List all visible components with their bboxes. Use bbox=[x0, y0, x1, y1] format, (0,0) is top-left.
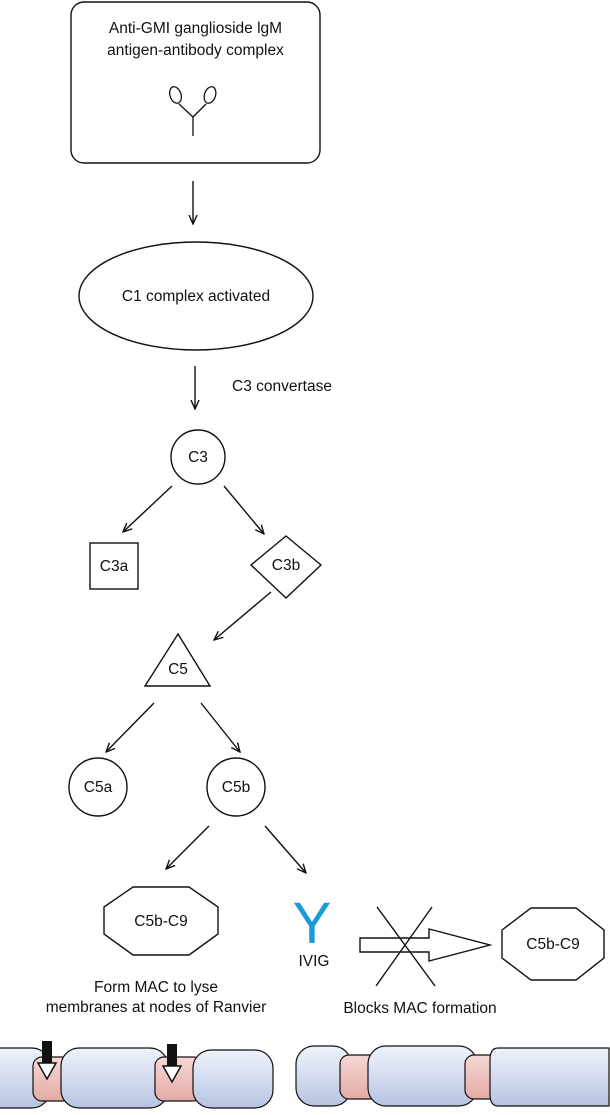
caption-left: Form MAC to lyse membranes at nodes of R… bbox=[0, 978, 312, 1018]
mac-left-node: C5b-C9 bbox=[103, 886, 219, 956]
blocked-arrow bbox=[359, 906, 493, 987]
arrow-c5-to-c5a bbox=[106, 702, 155, 752]
caption-right: Blocks MAC formation bbox=[343, 1000, 497, 1017]
c3a-node: C3a bbox=[89, 542, 139, 590]
ivig-label: IVIG bbox=[298, 953, 329, 970]
arrow-c5b-to-mac bbox=[166, 825, 210, 869]
c5-node: C5 bbox=[143, 632, 212, 687]
c5a-label: C5a bbox=[84, 779, 113, 796]
antibody-complex-box: Anti-GMI ganglioside lgM antigen-antibod… bbox=[70, 1, 321, 164]
axon-left bbox=[0, 1047, 274, 1109]
mac-left-label: C5b-C9 bbox=[134, 913, 187, 930]
caption-left-line1: Form MAC to lyse bbox=[93, 979, 218, 996]
c3a-label: C3a bbox=[100, 558, 129, 575]
c3b-label: C3b bbox=[272, 557, 300, 574]
mac-right-node: C5b-C9 bbox=[501, 907, 605, 981]
c3b-node: C3b bbox=[249, 535, 323, 599]
mac-arrow-icon bbox=[36, 1041, 58, 1081]
ivig-node: Y IVIG bbox=[293, 891, 332, 970]
cross-line-2 bbox=[375, 906, 433, 987]
c1-complex-node: C1 complex activated bbox=[78, 241, 314, 351]
c3-node: C3 bbox=[170, 429, 226, 485]
mac-right-label: C5b-C9 bbox=[526, 936, 579, 953]
ivig-antibody-icon: Y bbox=[293, 891, 332, 956]
antibody-complex-line1: Anti-GMI ganglioside lgM bbox=[109, 20, 282, 37]
antibody-complex-line2: antigen-antibody complex bbox=[107, 42, 284, 59]
antibody-icon bbox=[168, 86, 217, 136]
axon-right bbox=[295, 1045, 610, 1107]
c5a-node: C5a bbox=[68, 757, 128, 817]
caption-left-line2: membranes at nodes of Ranvier bbox=[45, 999, 267, 1016]
cross-line-1 bbox=[376, 906, 436, 987]
arrow-c5-to-c5b bbox=[200, 702, 240, 752]
mac-arrow-icon bbox=[161, 1044, 183, 1084]
c5b-label: C5b bbox=[222, 779, 250, 796]
arrow-c3b-to-c5 bbox=[214, 591, 272, 640]
c5-label: C5 bbox=[168, 661, 188, 678]
arrow-c3-to-c3b bbox=[223, 485, 264, 534]
arrow-c5b-to-ivig bbox=[264, 825, 306, 873]
c1-complex-label: C1 complex activated bbox=[122, 288, 270, 305]
c3-convertase-label: C3 convertase bbox=[232, 378, 332, 395]
arrow-c3-to-c3a bbox=[123, 485, 173, 532]
c5b-node: C5b bbox=[206, 757, 266, 817]
c3-label: C3 bbox=[188, 449, 208, 466]
